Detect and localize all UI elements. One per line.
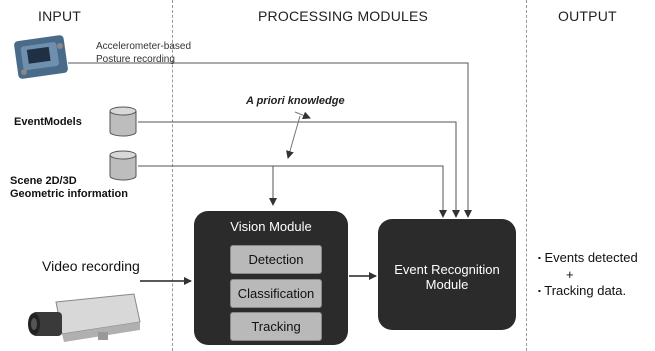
event-recognition-title-line1: Event Recognition xyxy=(394,262,500,277)
apriori-pointer-right xyxy=(294,111,311,120)
output-divider xyxy=(526,0,527,351)
output-heading: OUTPUT xyxy=(558,8,617,24)
accelerometer-device-icon xyxy=(14,35,68,79)
apriori-pointer-down xyxy=(286,115,301,159)
vision-module: Vision Module Detection Classification T… xyxy=(194,211,348,345)
vision-module-title: Vision Module xyxy=(230,219,312,234)
event-models-connector xyxy=(138,121,460,218)
event-recognition-title: Event Recognition Module xyxy=(378,262,516,292)
camera-icon xyxy=(28,293,141,342)
accelerometer-label: Accelerometer-based Posture recording xyxy=(96,40,191,66)
accelerometer-connector xyxy=(68,62,472,218)
output-events-row: ▪ Events detected xyxy=(538,250,638,267)
input-heading: INPUT xyxy=(38,8,81,24)
accelerometer-label-line1: Accelerometer-based xyxy=(96,41,192,52)
accelerometer-label-line2: Posture recording xyxy=(96,54,175,65)
scene-label-line2: Geometric information xyxy=(10,188,128,200)
scene-label-line1: Scene 2D/3D xyxy=(10,175,77,187)
scene-connector xyxy=(138,165,447,218)
bullet-marker-icon: ▪ xyxy=(538,286,541,296)
output-tracking-label: Tracking data. xyxy=(544,282,627,298)
output-block: ▪ Events detected + ▪ Tracking data. xyxy=(538,250,638,299)
bullet-marker-icon: ▪ xyxy=(538,253,541,263)
event-recognition-module: Event Recognition Module xyxy=(378,219,516,330)
event-models-database-icon xyxy=(109,106,137,137)
event-models-label: EventModels xyxy=(14,116,82,128)
classification-step: Classification xyxy=(230,279,322,308)
output-events-label: Events detected xyxy=(544,250,638,265)
output-tracking-row: ▪ Tracking data. xyxy=(538,283,638,300)
output-plus: + xyxy=(566,266,574,282)
detection-step: Detection xyxy=(230,245,322,274)
video-recording-label: Video recording xyxy=(42,258,140,274)
tracking-step: Tracking xyxy=(230,312,322,341)
scene-database-icon xyxy=(109,150,137,181)
apriori-knowledge-label: A priori knowledge xyxy=(246,95,345,107)
input-divider xyxy=(172,0,173,351)
event-recognition-title-line2: Module xyxy=(425,277,469,292)
scene-label: Scene 2D/3D Geometric information xyxy=(10,175,128,201)
processing-heading: PROCESSING MODULES xyxy=(258,8,429,24)
